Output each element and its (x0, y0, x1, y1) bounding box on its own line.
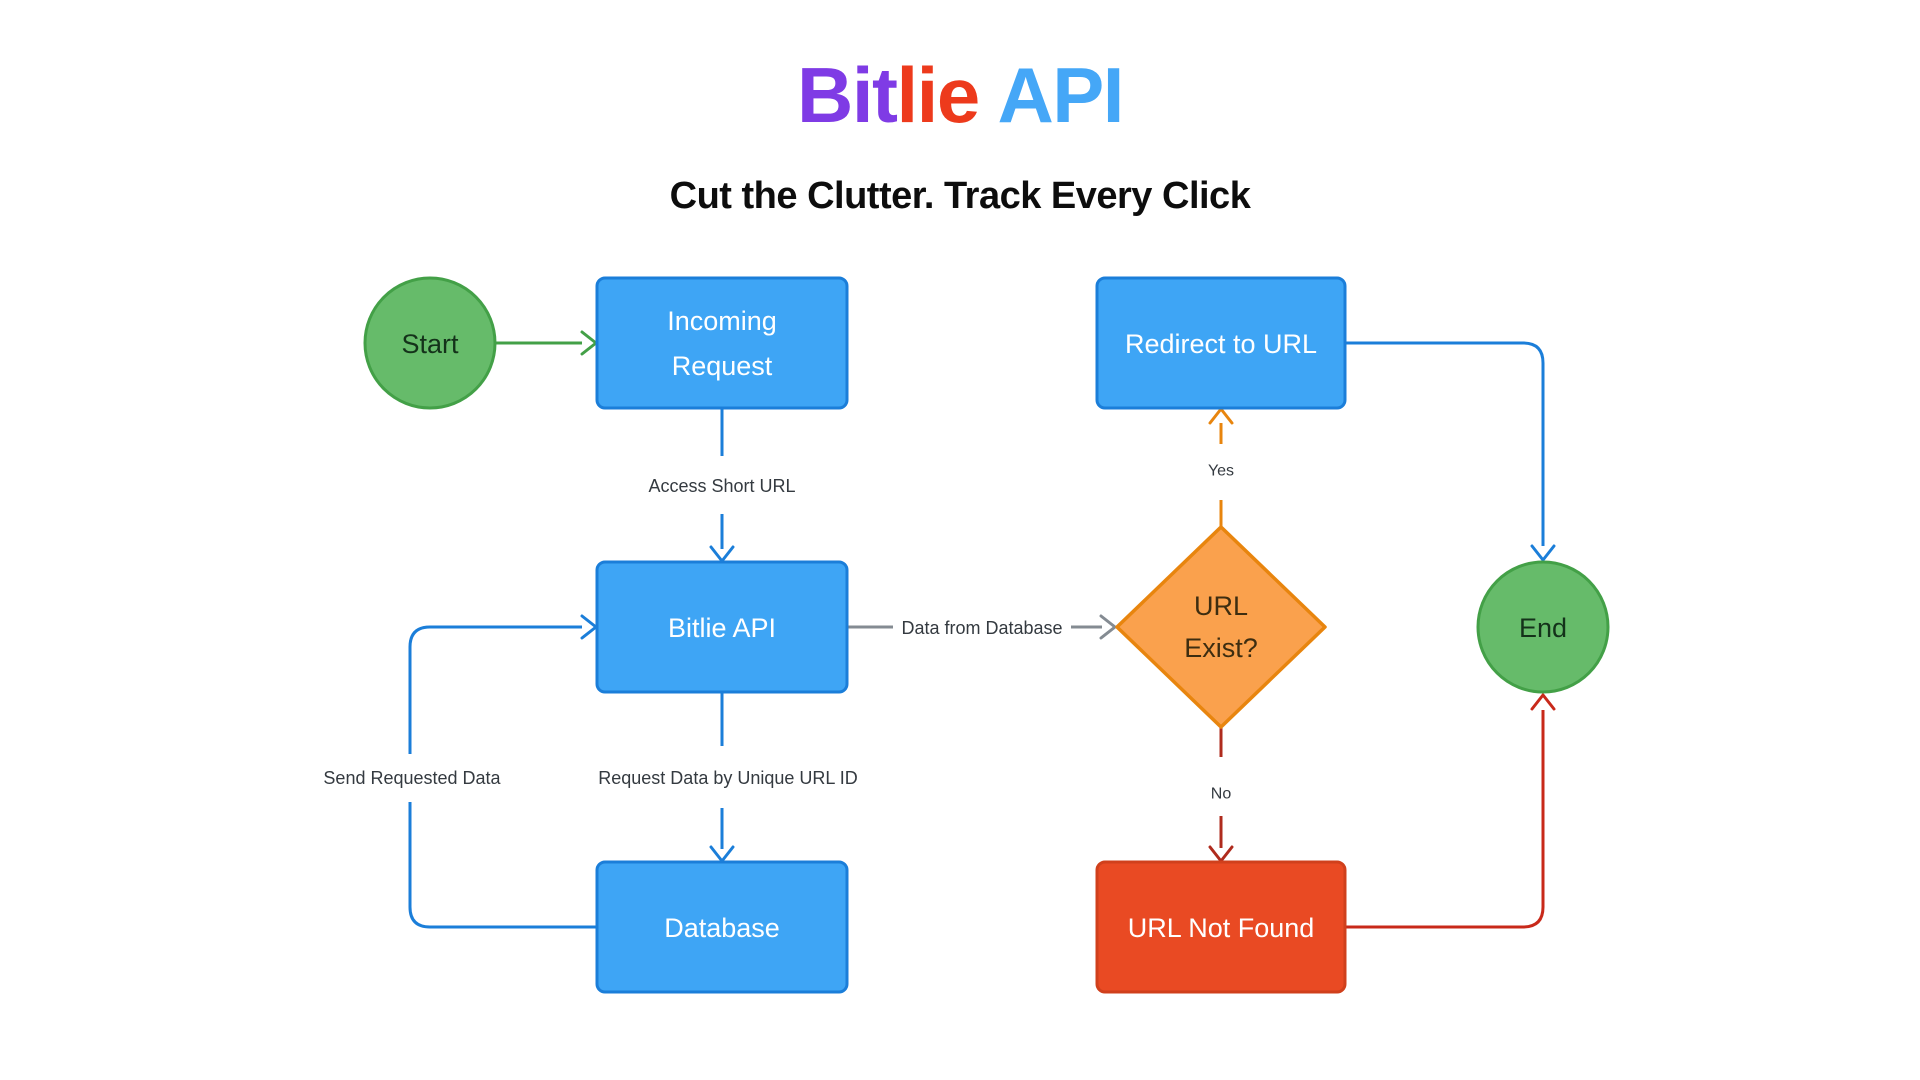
edge-redirect-to-end-line (1345, 341, 1545, 546)
edge-database-to-api-line1 (408, 802, 597, 929)
node-database: Database (595, 860, 849, 994)
edge-redirect-to-end-arrowhead (1530, 544, 1556, 562)
node-end-label: End (1519, 613, 1567, 643)
page-subtitle: Cut the Clutter. Track Every Click (669, 175, 1251, 217)
edge-decision-yes-arrowhead (1208, 407, 1234, 425)
node-database-shape (595, 860, 849, 994)
node-start-shape (363, 276, 497, 410)
edge-label-request-data: Request Data by Unique URL ID (598, 768, 857, 788)
node-incoming-request-label-line1: Incoming (667, 306, 777, 336)
node-url-not-found-label: URL Not Found (1128, 913, 1315, 943)
edge-redirect-to-end (1345, 341, 1556, 562)
node-bitlie-api-shape (595, 560, 849, 694)
node-url-exist-label-line1: URL (1194, 591, 1248, 621)
edge-not-found-to-end-line (1345, 710, 1545, 929)
node-end-shape (1476, 560, 1610, 694)
title-part-api: API (997, 51, 1124, 139)
node-incoming-request: Incoming Request (595, 276, 849, 410)
edge-label-send-requested-data: Send Requested Data (323, 768, 501, 788)
edge-decision-yes: Yes (1208, 407, 1234, 527)
edge-not-found-to-end-arrowhead (1530, 693, 1556, 711)
edge-api-to-database-arrowhead (709, 845, 735, 863)
edge-start-to-incoming-arrowhead (580, 330, 598, 356)
node-bitlie-api: Bitlie API (595, 560, 849, 694)
edge-label-access-short-url: Access Short URL (648, 476, 795, 496)
edge-start-to-incoming (495, 330, 598, 356)
node-database-label: Database (664, 913, 780, 943)
edge-label-no: No (1211, 786, 1232, 803)
node-url-not-found-shape (1095, 860, 1347, 994)
node-bitlie-api-label: Bitlie API (668, 613, 776, 643)
edge-api-to-decision-arrowhead (1099, 614, 1117, 640)
node-start-label: Start (401, 329, 459, 359)
node-incoming-request-label-line2: Request (672, 351, 773, 381)
edge-label-data-from-database: Data from Database (901, 618, 1062, 638)
title-part-bit: Bit (797, 51, 898, 139)
edge-api-to-database: Request Data by Unique URL ID (598, 692, 858, 863)
edge-api-to-decision: Data from Database (847, 614, 1117, 640)
edge-incoming-to-api-arrowhead (709, 545, 735, 563)
title-part-lie: lie (896, 51, 981, 139)
node-url-not-found: URL Not Found (1095, 860, 1347, 994)
node-incoming-request-shape (595, 276, 849, 410)
node-url-exist: URL Exist? (1115, 525, 1327, 729)
node-redirect-to-url-label: Redirect to URL (1125, 329, 1317, 359)
edge-database-to-api-arrowhead (580, 614, 598, 640)
node-start: Start (363, 276, 497, 410)
node-url-exist-label-line2: Exist? (1184, 633, 1258, 663)
edge-database-to-api-line2 (408, 625, 582, 754)
edge-decision-no: No (1208, 727, 1234, 863)
edge-decision-no-arrowhead (1208, 845, 1234, 863)
node-redirect-to-url-shape (1095, 276, 1347, 410)
node-url-exist-shape (1115, 525, 1327, 729)
edge-database-to-api: Send Requested Data (323, 614, 598, 929)
node-end: End (1476, 560, 1610, 694)
node-redirect-to-url: Redirect to URL (1095, 276, 1347, 410)
edge-incoming-to-api: Access Short URL (648, 408, 796, 563)
edge-not-found-to-end (1345, 693, 1556, 929)
edge-label-yes: Yes (1208, 463, 1234, 480)
